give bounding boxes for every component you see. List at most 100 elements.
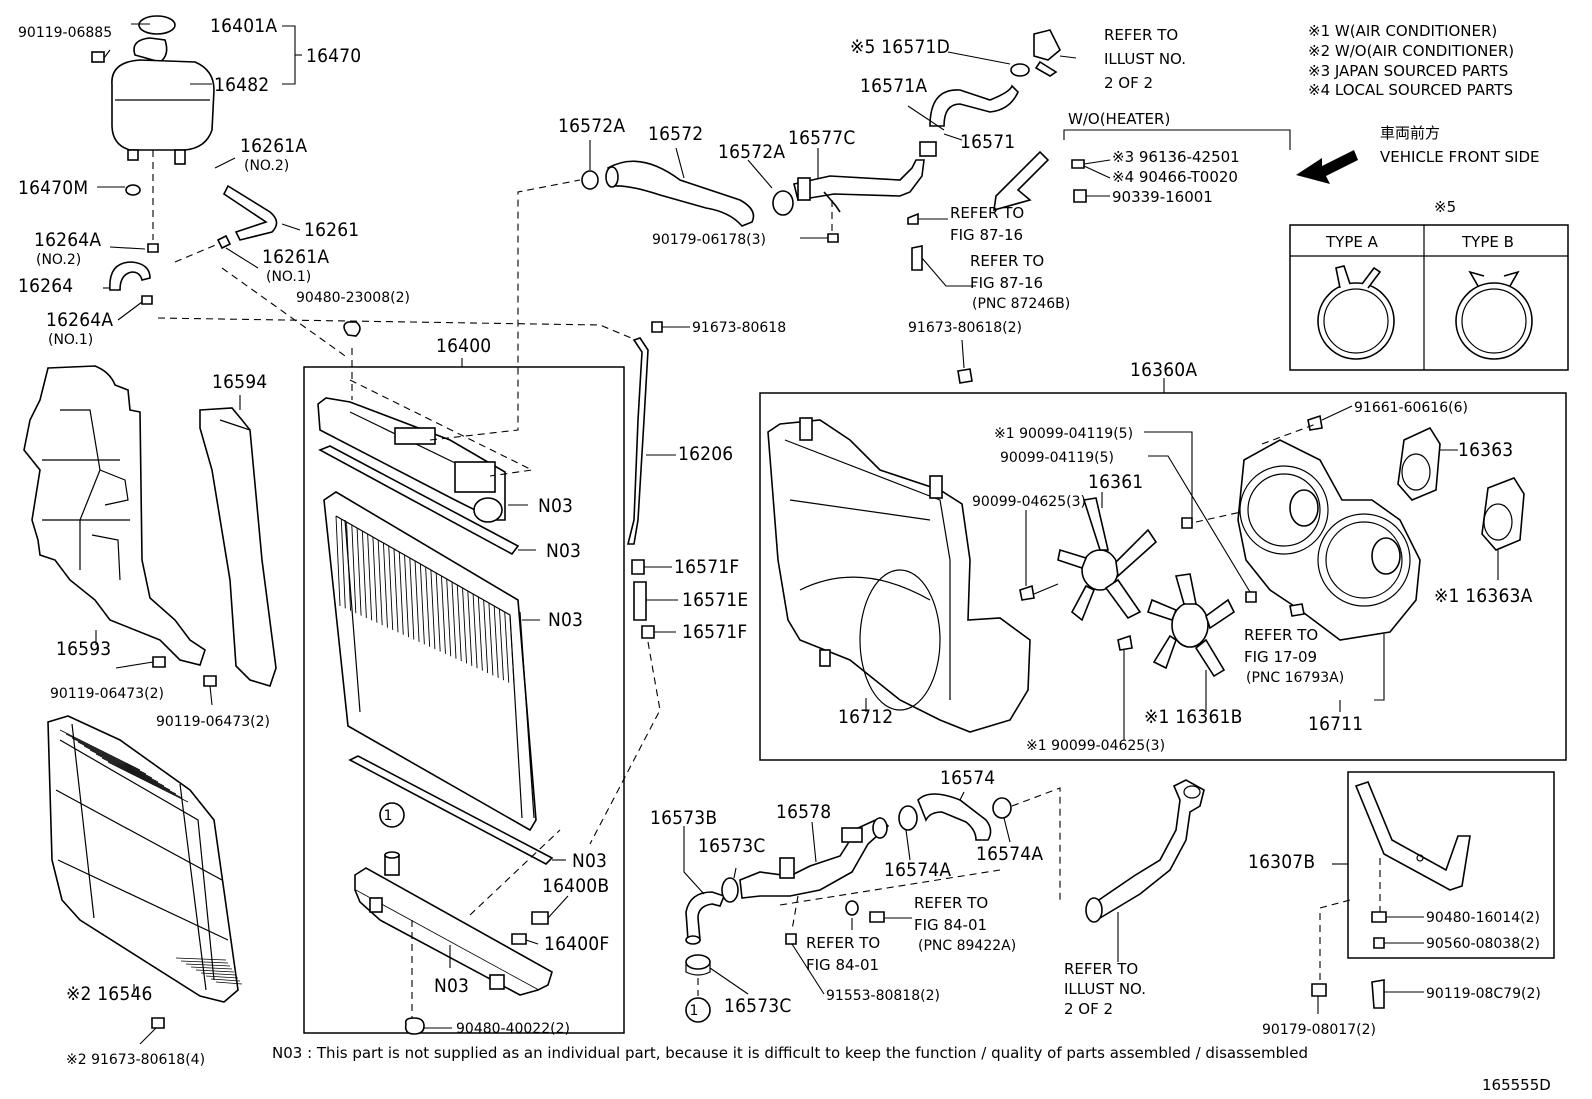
- refer-87-b-line3: (PNC 87246B): [972, 296, 1070, 312]
- radiator-fin: [367, 533, 373, 621]
- label-16571F-b: 16571F: [682, 621, 747, 643]
- radiator-fins: [335, 515, 515, 686]
- label-90480-23008: 90480-23008(2): [296, 290, 410, 306]
- label-n03-4: N03: [572, 850, 607, 872]
- refer-8401-a-line1: REFER TO: [914, 894, 988, 912]
- label-91553-80818: 91553-80818(2): [826, 988, 940, 1004]
- upper-hose-16572: [581, 160, 794, 227]
- bracket-16307B: [1354, 781, 1471, 891]
- label-16400F: 16400F: [544, 933, 609, 955]
- radiator-fin: [441, 575, 446, 654]
- label-no1-a: (NO.1): [266, 269, 311, 285]
- radiator-fin: [488, 602, 494, 676]
- radiator-fin: [456, 584, 462, 662]
- grille-mesh-line: [71, 737, 153, 779]
- label-91673-80618-a: 91673-80618: [692, 320, 786, 336]
- grille-mesh-line: [65, 733, 147, 775]
- radiator-fin: [472, 593, 478, 669]
- label-16307B: 16307B: [1248, 851, 1315, 873]
- radiator-fin: [351, 524, 357, 614]
- label-16264A-no2: 16264A: [34, 229, 101, 251]
- radiator-fin: [509, 614, 515, 686]
- label-90099-04625-a: 90099-04625(3): [972, 494, 1086, 510]
- hose-16571: [929, 29, 1061, 127]
- reservoir-tank: [91, 15, 215, 196]
- grille-mesh-line: [190, 966, 233, 970]
- radiator-fin: [499, 608, 504, 681]
- radiator-fin: [451, 581, 457, 659]
- grille-mesh-line: [95, 753, 177, 795]
- label-90480-40022: 90480-40022(2): [456, 1021, 570, 1037]
- label-16401A: 16401A: [210, 15, 277, 37]
- heater-part-3: 90339-16001: [1112, 188, 1213, 206]
- direction-jp: 車両前方: [1380, 124, 1440, 142]
- refer-87-b-line1: REFER TO: [970, 252, 1044, 270]
- label-16572A-a: 16572A: [558, 115, 625, 137]
- label-no1-b: (NO.1): [48, 332, 93, 348]
- label-90179-06178: 90179-06178(3): [652, 232, 766, 248]
- radiator-fin: [483, 599, 489, 674]
- radiator-fin: [435, 572, 441, 652]
- label-16361: 16361: [1088, 471, 1143, 493]
- note-3: ※3 JAPAN SOURCED PARTS: [1308, 62, 1508, 80]
- label-16400: 16400: [436, 335, 491, 357]
- label-16594: 16594: [212, 371, 267, 393]
- radiator-fin: [419, 563, 425, 645]
- radiator-fin: [430, 569, 436, 650]
- label-90179-08017: 90179-08017(2): [1262, 1022, 1376, 1038]
- label-16578: 16578: [776, 801, 831, 823]
- label-no2-b: (NO.2): [36, 252, 81, 268]
- label-91661-60616: 91661-60616(6): [1354, 400, 1468, 416]
- label-16593: 16593: [56, 638, 111, 660]
- radiator-fin: [346, 521, 351, 611]
- deflector-16593: [23, 365, 206, 666]
- motor-16363A: [1481, 477, 1525, 551]
- radiator-fin: [446, 578, 452, 657]
- refer-1709-line3: (PNC 16793A): [1246, 670, 1344, 686]
- label-90119-06473-a: 90119-06473(2): [50, 686, 164, 702]
- radiator-fin: [398, 551, 404, 635]
- label-16360A: 16360A: [1130, 359, 1197, 381]
- label-16573B: 16573B: [650, 807, 717, 829]
- grille-mesh-line: [185, 963, 231, 967]
- seal-16594: [199, 407, 277, 687]
- refer-illust-b-line3: 2 OF 2: [1064, 1000, 1113, 1018]
- heater-part-1: ※3 96136-42501: [1112, 148, 1240, 166]
- radiator-fin: [504, 611, 510, 683]
- type-b-label: TYPE B: [1461, 233, 1514, 251]
- grille-mesh-line: [215, 981, 243, 985]
- radiator-fin: [361, 530, 367, 618]
- type-a-label: TYPE A: [1325, 233, 1379, 251]
- label-16571: 16571: [960, 131, 1015, 153]
- note-2: ※2 W/O(AIR CONDITIONER): [1308, 42, 1514, 60]
- grille-mesh-line: [107, 761, 189, 803]
- label-16711: 16711: [1308, 713, 1363, 735]
- grille-mesh-line: [200, 972, 237, 976]
- refer-1709-line2: FIG 17-09: [1244, 648, 1317, 666]
- grille-mesh: [59, 729, 243, 985]
- refer-1709-line1: REFER TO: [1244, 626, 1318, 644]
- label-16712: 16712: [838, 706, 893, 728]
- grille-mesh-line: [195, 969, 235, 973]
- label-n03-1: N03: [538, 495, 573, 517]
- refer-8401-a-line2: FIG 84-01: [914, 916, 987, 934]
- label-16264A-no1: 16264A: [46, 309, 113, 331]
- motor-16363: [1397, 426, 1441, 501]
- label-90119-08C79: 90119-08C79(2): [1426, 986, 1541, 1002]
- radiator-fin: [467, 590, 473, 666]
- overflow-tube-16206: [626, 321, 663, 545]
- label-16574: 16574: [940, 767, 995, 789]
- radiator-fin: [388, 545, 394, 630]
- label-90560-08038: 90560-08038(2): [1426, 936, 1540, 952]
- diagram-id: 165555D: [1482, 1076, 1551, 1094]
- label-16571D: ※5 16571D: [850, 36, 950, 58]
- circle-marker-1a: 1: [384, 808, 393, 824]
- refer-87-a-line1: REFER TO: [950, 204, 1024, 222]
- label-16261: 16261: [304, 219, 359, 241]
- label-90099-04625-b: ※1 90099-04625(3): [1026, 738, 1165, 754]
- label-90480-16014: 90480-16014(2): [1426, 910, 1540, 926]
- grille-mesh-line: [89, 749, 171, 791]
- type-box-mark: ※5: [1434, 198, 1456, 216]
- label-16264: 16264: [18, 275, 73, 297]
